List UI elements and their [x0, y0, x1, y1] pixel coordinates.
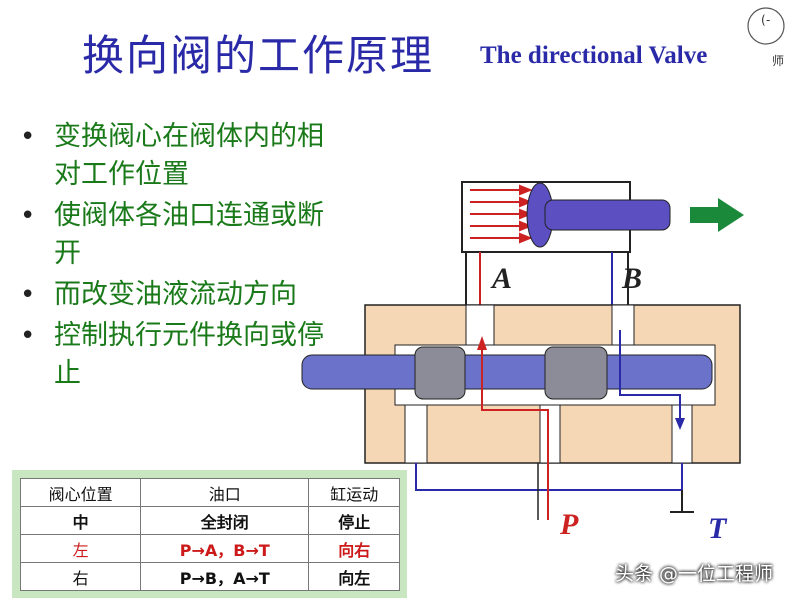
port-a-label: A [492, 262, 513, 295]
valve-diagram [301, 181, 744, 520]
slide-title: 换向阀的工作原理 [82, 31, 435, 80]
svg-text:(: ( [761, 13, 766, 27]
bullet-list: •变换阀心在阀体内的相对工作位置 •使阀体各油口连通或断开 •而改变油液流动方向… [20, 118, 350, 396]
bullet-item: •而改变油液流动方向 [20, 279, 297, 310]
pressure-arrows-icon [470, 184, 533, 244]
bullet-item: •使阀体各油口连通或断开 [20, 200, 324, 269]
bullet-item: •控制执行元件换向或停止 [20, 320, 324, 389]
motion-arrow-icon [690, 198, 744, 232]
spool-shaft [301, 354, 713, 390]
corner-circle-icon: ( - [747, 7, 785, 45]
port-t-label: T [708, 512, 727, 545]
valve-position-table: 阀心位置 油口 缸运动 中 全封闭 停止 左 P→A，B→T 向右 右 P→B，… [12, 470, 407, 598]
table-header: 阀心位置 [19, 478, 142, 507]
table-row: 中 全封闭 停止 [19, 506, 400, 535]
slide-title-english: The directional Valve [480, 42, 708, 69]
bullet-item: •变换阀心在阀体内的相对工作位置 [20, 121, 324, 190]
corner-text: 师 [772, 54, 785, 68]
watermark: 头条 @一位工程师 [615, 563, 774, 585]
table-row: 右 P→B，A→T 向左 [19, 562, 400, 591]
svg-text:-: - [766, 13, 770, 27]
spool-land-right [544, 346, 608, 400]
spool-land-left [414, 346, 466, 400]
table-row: 左 P→A，B→T 向右 [19, 534, 400, 563]
port-b-label: B [622, 262, 643, 295]
table-header: 油口 [140, 478, 310, 507]
piston-rod [544, 199, 671, 231]
table-header: 缸运动 [308, 478, 400, 507]
port-p-label: P [560, 508, 579, 541]
